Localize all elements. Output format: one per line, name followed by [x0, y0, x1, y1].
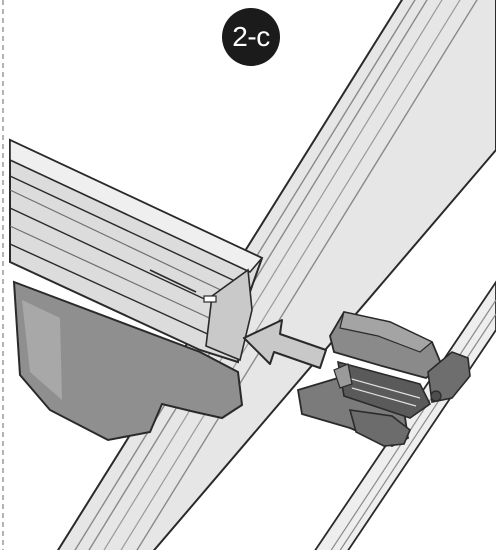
- blade-lower-highlight: [22, 300, 62, 400]
- blade-stripe: [9, 243, 213, 337]
- rail-groove: [120, 0, 461, 550]
- blade-lower-housing: [12, 280, 244, 442]
- secondary-rail: [314, 280, 496, 550]
- arrow-shape: [243, 319, 327, 369]
- secondary-rail-groove: [330, 299, 496, 550]
- blade-stripe: [9, 225, 219, 323]
- wiper-blade-assembly: [9, 138, 264, 442]
- insert-direction-arrow: [243, 319, 327, 369]
- rail-groove: [136, 0, 478, 550]
- secondary-rail-groove: [339, 313, 496, 550]
- adapter-clip: [296, 310, 471, 447]
- clip-channel-line: [347, 377, 421, 399]
- blade-stripe: [9, 207, 229, 311]
- blade-stripe: [9, 189, 247, 303]
- blade-stripe: [9, 175, 251, 289]
- clip-side-latch: [427, 351, 471, 403]
- blade-notch: [203, 295, 217, 303]
- rail-groove: [88, 0, 428, 550]
- clip-front-tab: [348, 409, 411, 447]
- secondary-rail-body: [314, 280, 496, 550]
- blade-slot: [149, 269, 197, 293]
- rail-groove: [103, 0, 443, 550]
- clip-pivot: [430, 390, 442, 402]
- clip-top-face: [339, 311, 434, 353]
- clip-channel-line: [351, 387, 417, 407]
- clip-hook: [333, 363, 353, 389]
- blade-end-cap: [205, 268, 253, 362]
- blade-top-face: [9, 138, 264, 273]
- step-badge: 2-c: [222, 8, 280, 66]
